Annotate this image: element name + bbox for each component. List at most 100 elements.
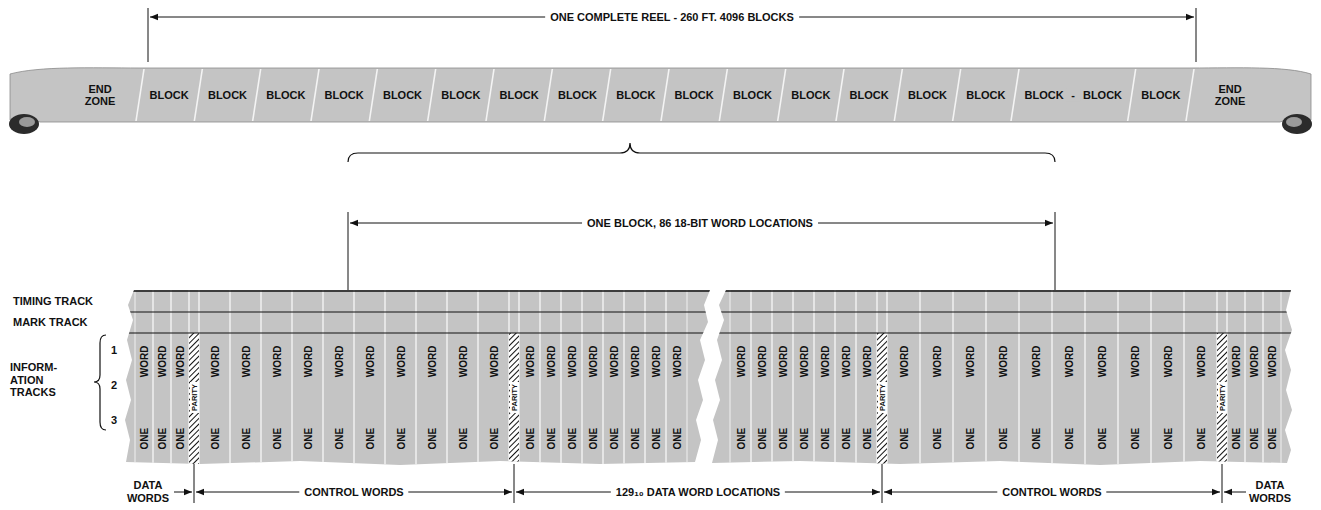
word-label: ONE WORD <box>819 346 830 450</box>
block-divider <box>1186 69 1194 121</box>
column-divider <box>385 290 386 470</box>
word-cell: ONE WORD <box>793 333 814 462</box>
column-divider <box>171 290 172 470</box>
word-label: ONE WORD <box>898 346 909 450</box>
column-divider <box>1151 290 1152 470</box>
brace <box>348 143 1055 162</box>
dimension-label: ONE COMPLETE REEL - 260 FT. 4096 BLOCKS <box>545 11 799 24</box>
word-cell: ONE WORD <box>1263 333 1281 462</box>
block-label: BLOCK <box>733 89 772 101</box>
word-label: ONE WORD <box>997 346 1008 450</box>
column-divider <box>1085 290 1086 470</box>
word-label: ONE WORD <box>1162 346 1173 450</box>
dimension-tick <box>514 464 515 503</box>
word-cell: ONE WORD <box>540 333 561 462</box>
word-cell: ONE WORD <box>603 333 624 462</box>
block-divider <box>544 69 552 121</box>
block-label: BLOCK <box>966 89 1005 101</box>
column-divider <box>1052 290 1053 470</box>
word-label: ONE WORD <box>777 346 788 450</box>
block-label: BLOCK <box>441 89 480 101</box>
block-divider <box>1128 69 1136 121</box>
word-label: ONE WORD <box>840 346 851 450</box>
track-line <box>110 332 1300 333</box>
tape-block: BLOCK <box>548 68 606 122</box>
column-divider <box>323 290 324 470</box>
dimension-tick <box>1055 212 1056 290</box>
word-cell: ONE WORD <box>645 333 666 462</box>
word-cell: ONE WORD <box>835 333 856 462</box>
end-zone: END ZONE <box>1190 68 1270 122</box>
word-label: ONE WORD <box>650 346 661 450</box>
word-label: ONE WORD <box>139 346 150 450</box>
tape-block: BLOCK <box>1015 68 1073 122</box>
column-divider <box>624 290 625 470</box>
column-divider <box>730 290 731 470</box>
column-divider <box>986 290 987 470</box>
word-cell: ONE WORD <box>323 333 354 462</box>
column-divider <box>171 290 172 470</box>
word-label: ONE WORD <box>209 346 220 450</box>
parity-stripe: PARITY <box>509 333 519 462</box>
word-label: ONE WORD <box>157 346 168 450</box>
tape-block: BLOCK <box>665 68 723 122</box>
dimension-tick <box>148 8 149 62</box>
column-divider <box>292 290 293 470</box>
word-cell: ONE WORD <box>478 333 509 462</box>
column-divider <box>292 290 293 470</box>
word-cell: ONE WORD <box>292 333 323 462</box>
block-label: BLOCK <box>1083 89 1122 101</box>
word-cell: ONE WORD <box>354 333 385 462</box>
word-cell: ONE WORD <box>856 333 877 462</box>
dimension-tick <box>882 464 883 503</box>
tape-block: BLOCK <box>723 68 781 122</box>
column-divider <box>416 290 417 470</box>
word-label: ONE WORD <box>302 346 313 450</box>
block-divider <box>486 69 494 121</box>
parity-hatch <box>509 333 519 468</box>
track-number: 3 <box>111 414 117 427</box>
word-cell: ONE WORD <box>1151 333 1184 462</box>
block-divider <box>719 69 727 121</box>
column-divider <box>835 290 836 470</box>
word-label: ONE WORD <box>524 346 535 450</box>
column-divider <box>447 290 448 470</box>
column-divider <box>624 290 625 470</box>
block-label: BLOCK <box>791 89 830 101</box>
word-label: ONE WORD <box>1030 346 1041 450</box>
parity-stripe: PARITY <box>1217 333 1227 462</box>
word-cell: ONE WORD <box>1019 333 1052 462</box>
word-cell: ONE WORD <box>814 333 835 462</box>
column-divider <box>447 290 448 470</box>
column-divider <box>354 290 355 470</box>
track-line <box>110 311 1300 312</box>
column-divider <box>1184 290 1185 470</box>
parity-hatch <box>189 333 199 468</box>
dimension-tick <box>1222 464 1223 503</box>
word-label: ONE WORD <box>671 346 682 450</box>
block-label: BLOCK <box>1141 89 1180 101</box>
column-divider <box>793 290 794 470</box>
column-divider <box>230 290 231 470</box>
column-divider <box>1281 290 1282 470</box>
block-divider <box>836 69 844 121</box>
tape-block: BLOCK <box>432 68 490 122</box>
break-mark: - <box>1066 89 1080 102</box>
tape-block: BLOCK <box>782 68 840 122</box>
tape-curl <box>1286 117 1302 127</box>
track-label: TIMING TRACK <box>13 295 93 308</box>
dimension-tick <box>1196 8 1197 62</box>
tape-block: BLOCK <box>490 68 548 122</box>
tape-block: BLOCK <box>198 68 256 122</box>
tape-block: BLOCK <box>840 68 898 122</box>
word-label: ONE WORD <box>735 346 746 450</box>
word-cell: ONE WORD <box>519 333 540 462</box>
block-divider <box>253 69 261 121</box>
word-label: ONE WORD <box>798 346 809 450</box>
column-divider <box>1263 290 1264 470</box>
word-label: ONE WORD <box>1096 346 1107 450</box>
word-cell: ONE WORD <box>561 333 582 462</box>
dimension-label: DATA WORDS <box>127 479 169 504</box>
column-divider <box>230 290 231 470</box>
block-label: BLOCK <box>500 89 539 101</box>
